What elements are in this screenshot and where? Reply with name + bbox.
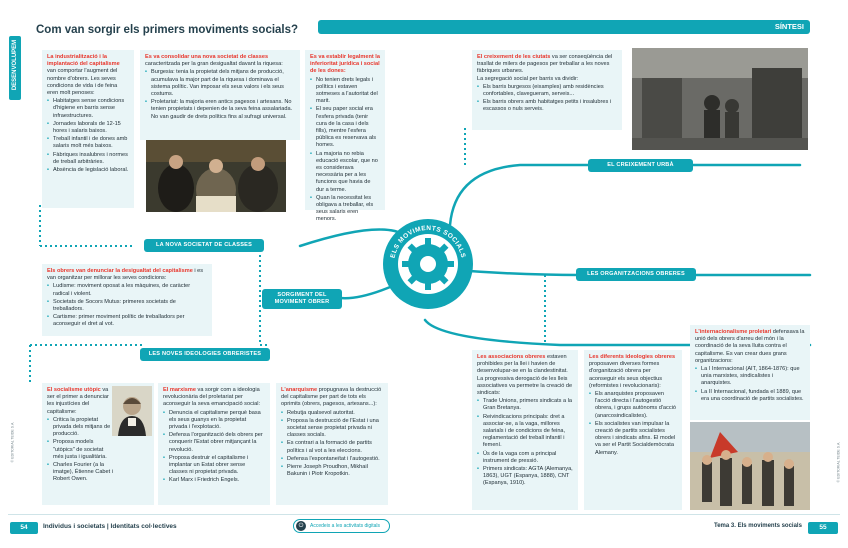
list-item: Trade Unions, primers sindicats a la Gra… bbox=[477, 398, 573, 412]
lead: La industrialització i la implantació de… bbox=[47, 54, 120, 67]
box-inequality: Els obrers van denunciar la desigualtat … bbox=[42, 264, 212, 336]
lead: El creixement de les ciutats bbox=[477, 54, 550, 60]
label-worker-rise: SORGIMENT DEL MOVIMENT OBRER bbox=[262, 289, 342, 309]
box-anarchism: L'anarquisme propugnava la destrucció de… bbox=[276, 383, 388, 505]
lead: Es va establir legalment la inferioritat… bbox=[310, 54, 380, 74]
bourgeoisie-painting bbox=[146, 140, 286, 212]
list-item: Ludisme: moviment oposat a les màquines,… bbox=[47, 283, 207, 297]
connector-urban bbox=[450, 165, 800, 225]
list-item: Defensa l'espontaneïtat i l'autogestió. bbox=[281, 456, 383, 463]
fourier-portrait-image bbox=[112, 386, 152, 436]
list-item: Critica la propietat privada dels mitjan… bbox=[47, 417, 113, 439]
fourier-portrait bbox=[112, 386, 152, 436]
lead: L'internacionalisme proletari bbox=[695, 329, 771, 335]
slum-photo-image bbox=[632, 48, 808, 150]
box-new-society: Es va consolidar una nova societat de cl… bbox=[140, 50, 300, 140]
list-item: Defensa l'organització dels obrers per c… bbox=[163, 432, 265, 454]
power-icon: ⏻ bbox=[296, 521, 306, 531]
list-item: La II Internacional, fundada el 1889, qu… bbox=[695, 389, 805, 403]
intro: caracteritzada per la gran desigualtat d… bbox=[145, 61, 283, 67]
sub: La segregació social per barris va divid… bbox=[477, 76, 617, 83]
protest-painting-image bbox=[690, 422, 810, 510]
page-number-right: 55 bbox=[808, 522, 838, 534]
label-new-society: LA NOVA SOCIETAT DE CLASSES bbox=[144, 239, 264, 252]
list-item: Jornades laborals de 12-15 hores i salar… bbox=[47, 121, 129, 135]
intro: proposaven diverses formes d'organitzaci… bbox=[589, 361, 662, 389]
box-marxism: El marxisme va sorgir com a ideologia re… bbox=[158, 383, 270, 505]
list-item: Societats de Socors Mutus: primeres soci… bbox=[47, 299, 207, 313]
list-item: Proposa models "utòpics" de societat més… bbox=[47, 439, 113, 461]
dots-society bbox=[40, 205, 135, 246]
list-item: Fàbriques insalubres i normes de treball… bbox=[47, 152, 129, 166]
list-item: La majoria no rebia educació escolar, qu… bbox=[310, 151, 380, 194]
list-item: Primers sindicats: AGTA (Alemanya, 1863)… bbox=[477, 466, 573, 488]
list-item: Pierre Joseph Proudhon, Mikhail Bakunin … bbox=[281, 464, 383, 478]
list-item: Proletariat: la majoria eren antics page… bbox=[145, 99, 295, 121]
list-item: Ús de la vaga com a principal instrument… bbox=[477, 451, 573, 465]
list-item: Cartisme: primer moviment polític de tre… bbox=[47, 314, 207, 328]
box-urban-growth: El creixement de les ciutats va ser cons… bbox=[472, 50, 622, 130]
dots-ideologies bbox=[30, 345, 145, 385]
label-organizations: LES ORGANITZACIONS OBRERES bbox=[576, 268, 696, 281]
list-item: Karl Marx i Friedrich Engels. bbox=[163, 477, 265, 484]
box-industrialization: La industrialització i la implantació de… bbox=[42, 50, 134, 208]
list-item: Els barris obrers amb habitatges petits … bbox=[477, 99, 617, 113]
list-item: Denuncia el capitalisme perquè basa els … bbox=[163, 410, 265, 432]
list-item: Els barris burgesos (eixamples) amb resi… bbox=[477, 84, 617, 98]
list-item: Quan la necessitat les obligava a trebal… bbox=[310, 195, 380, 224]
list-item: Proposa la destrucció de l'Estat i una s… bbox=[281, 418, 383, 440]
lead: Les diferents ideologies obreres bbox=[589, 354, 675, 360]
lead: Els obrers van denunciar la desigualtat … bbox=[47, 268, 193, 274]
footer-divider bbox=[8, 514, 840, 515]
list-item: Treball infantil i de dones amb salaris … bbox=[47, 136, 129, 150]
lead: El marxisme bbox=[163, 387, 196, 393]
intro: van comportar l'augment del nombre d'obr… bbox=[47, 68, 117, 96]
list-item: Es contrari a la formació de partits pol… bbox=[281, 440, 383, 454]
digital-activities-label: Accedeix a les activitats digitals bbox=[310, 523, 380, 529]
lead: Les associacions obreres bbox=[477, 354, 545, 360]
digital-activities-button[interactable]: ⏻ Accedeix a les activitats digitals bbox=[293, 519, 390, 533]
bourgeoisie-painting-image bbox=[146, 140, 286, 212]
list-item: Rebutja qualsevol autoritat. bbox=[281, 410, 383, 417]
central-gear-badge: ELS MOVIMENTS SOCIALS bbox=[382, 218, 474, 310]
list-item: Els socialistes van impulsar la creació … bbox=[589, 421, 677, 457]
label-urban: EL CREIXEMENT URBÀ bbox=[588, 159, 693, 172]
page-number-left: 54 bbox=[10, 522, 38, 534]
box-worker-associations: Les associacions obreres estaven prohibi… bbox=[472, 350, 578, 510]
lead: L'anarquisme bbox=[281, 387, 317, 393]
slum-photo bbox=[632, 48, 808, 150]
list-item: No tenien drets legals i polítics i esta… bbox=[310, 77, 380, 106]
lead: Es va consolidar una nova societat de cl… bbox=[145, 54, 268, 60]
box-worker-ideologies: Les diferents ideologies obreres proposa… bbox=[584, 350, 682, 510]
list-item: Els anarquistes proposaven l'acció direc… bbox=[589, 391, 677, 420]
list-item: Reivindicacions principals: dret a assoc… bbox=[477, 414, 573, 450]
list-item: El seu paper social era l'esfera privada… bbox=[310, 106, 380, 149]
intro: estaven prohibides per la llei i havien … bbox=[477, 354, 572, 396]
box-women: Es va establir legalment la inferioritat… bbox=[305, 50, 385, 210]
list-item: Burgesia: tenia la propietat dels mitjan… bbox=[145, 69, 295, 98]
list-item: Charles Fourier (a la imatge), Étienne C… bbox=[47, 462, 113, 484]
list-item: Habitatges sense condicions d'higiene en… bbox=[47, 98, 129, 120]
box-internationalism: L'internacionalisme proletari defensava … bbox=[690, 325, 810, 420]
list-item: Absència de legislació laboral. bbox=[47, 167, 129, 174]
protest-painting bbox=[690, 422, 810, 510]
footer-chapter-title: Tema 3. Els moviments socials bbox=[714, 523, 802, 529]
footer-book-title: Individus i societats | Identitats col·l… bbox=[43, 523, 177, 530]
list-item: Proposa destruir el capitalisme i implan… bbox=[163, 455, 265, 477]
lead: El socialisme utòpic bbox=[47, 387, 101, 393]
label-ideologies: LES NOVES IDEOLOGIES OBRERISTES bbox=[140, 348, 270, 361]
list-item: La I Internacional (AIT, 1864-1876): que… bbox=[695, 366, 805, 388]
